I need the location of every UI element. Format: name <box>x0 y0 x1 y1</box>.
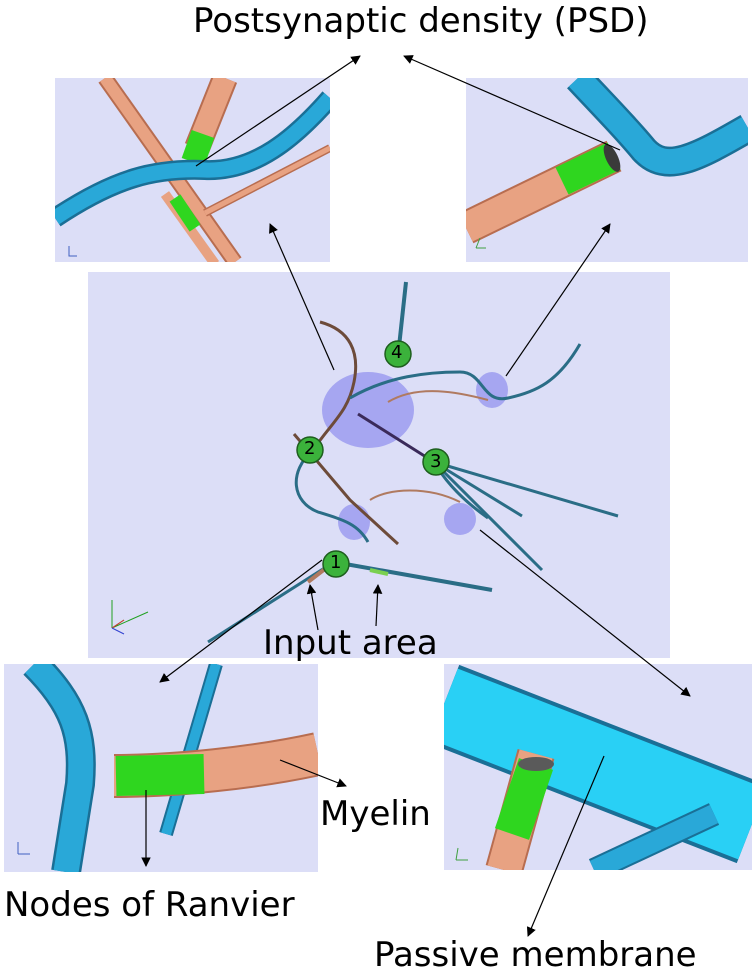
node-of-ranvier-segment <box>169 194 201 232</box>
zoom-panel-top-left <box>55 78 330 262</box>
overview-panel <box>88 272 670 658</box>
selection-highlight-psd-right <box>476 372 508 408</box>
zoom-panel-bottom-right <box>444 664 752 870</box>
marker-label-3: 3 <box>430 451 442 472</box>
node-of-ranvier-segment <box>494 758 554 840</box>
marker-3 <box>422 448 450 476</box>
psd-segment <box>181 129 215 167</box>
marker-label-1: 1 <box>330 552 342 573</box>
node-of-ranvier-segment <box>115 754 205 796</box>
zoom-render-top-right <box>466 78 748 249</box>
node-of-ranvier-segment <box>555 142 621 195</box>
input-area-label: Input area <box>263 623 438 663</box>
zoom-panel-bottom-left <box>4 664 318 872</box>
marker-label-2: 2 <box>304 438 316 459</box>
psd-label: Postsynaptic density (PSD) <box>193 1 649 41</box>
selection-highlight-passive <box>444 503 476 535</box>
zoom-render-bottom-left <box>17 664 318 872</box>
zoom-render-top-left <box>55 78 330 262</box>
marker-4 <box>384 340 412 368</box>
neuron-overview-render <box>111 281 619 644</box>
marker-2 <box>296 436 324 464</box>
passive-membrane-label: Passive membrane <box>374 935 697 975</box>
marker-1 <box>322 550 350 578</box>
nodes-of-ranvier-label: Nodes of Ranvier <box>4 885 295 925</box>
selection-highlight-psd-left <box>322 372 414 448</box>
myelin-label: Myelin <box>320 794 431 834</box>
marker-label-4: 4 <box>391 342 403 363</box>
zoom-panel-top-right <box>466 78 748 262</box>
zoom-render-bottom-right <box>444 664 752 870</box>
